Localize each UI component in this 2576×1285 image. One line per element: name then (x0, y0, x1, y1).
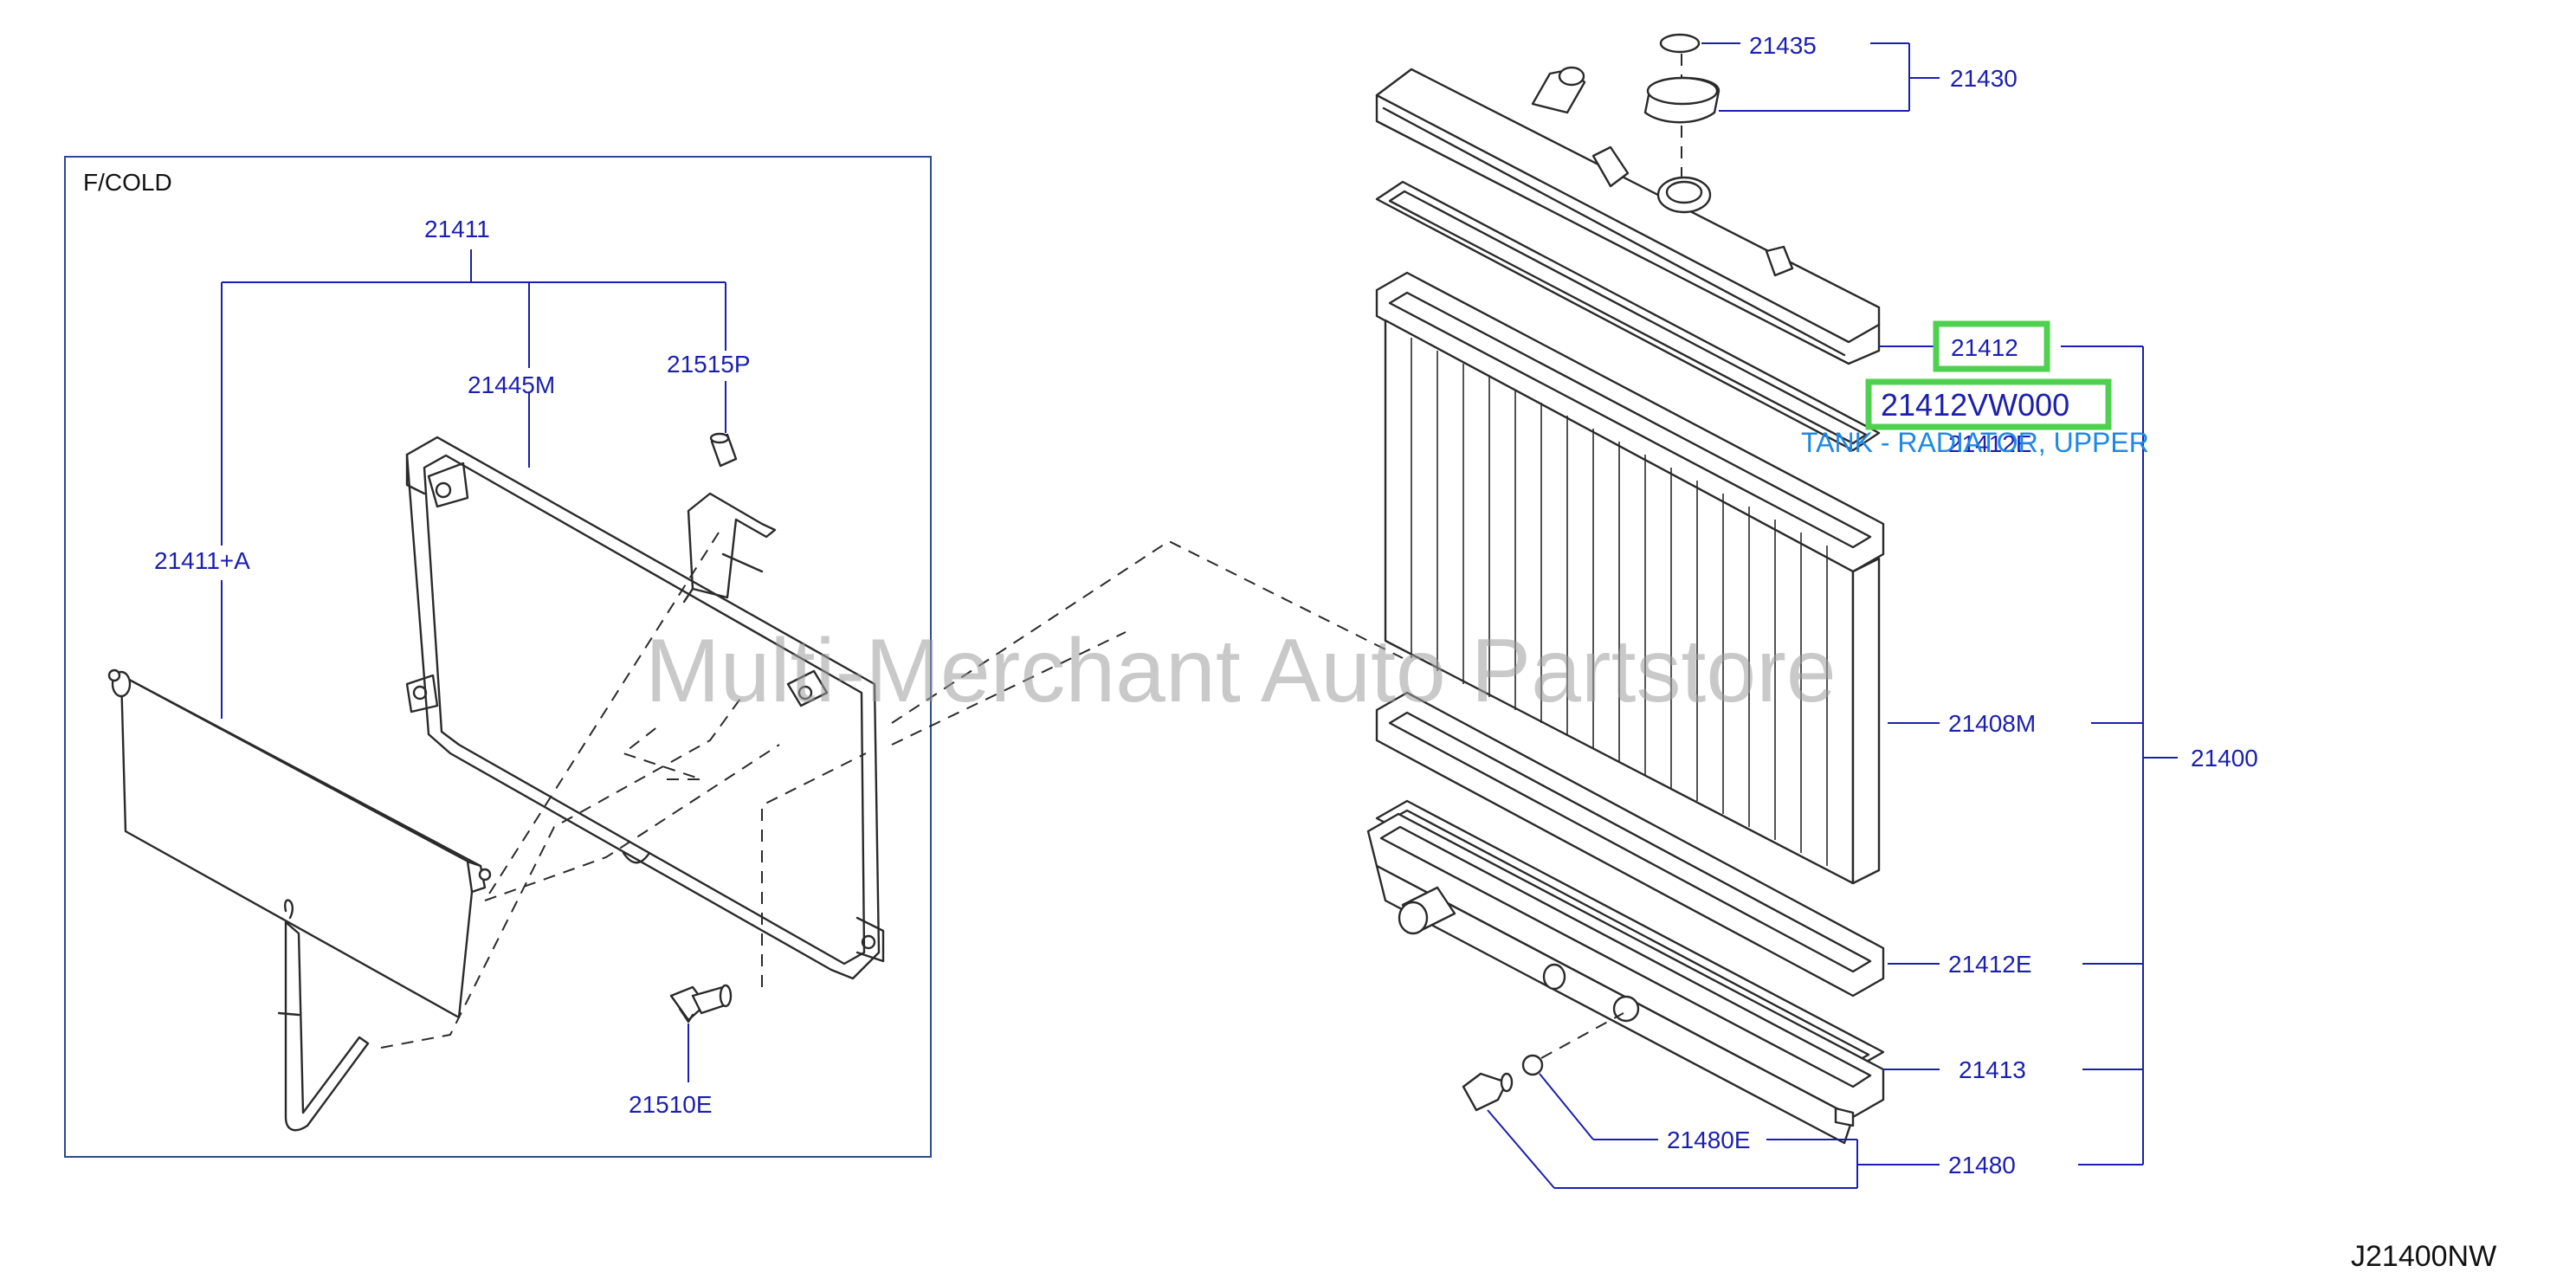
diagram-id: J21400NW (2351, 1240, 2496, 1273)
part-label-21480[interactable]: 21480 (1948, 1152, 2016, 1178)
fcold-frame (64, 156, 932, 1158)
watermark: Multi-Merchant Auto Partstore (645, 621, 1837, 721)
drain-cock-drawing (1462, 1054, 1544, 1112)
leader-21480 (1487, 1073, 1940, 1189)
lower-tank-drawing (1366, 812, 1885, 1145)
upper-tank-drawing (1375, 66, 1881, 365)
part-label-21430[interactable]: 21430 (1950, 65, 2018, 92)
highlight-description: TANK - RADIATOR, UPPER (1801, 427, 2149, 458)
part-label-21480E[interactable]: 21480E (1667, 1127, 1751, 1153)
shroud-frame-drawing (405, 432, 885, 980)
part-label-21445M[interactable]: 21445M (468, 371, 555, 398)
fcold-title: F/COLD (83, 169, 172, 196)
highlight-box-21412 (1933, 320, 2050, 372)
part-label-21408M[interactable]: 21408M (1948, 710, 2036, 737)
leader-21400 (2061, 345, 2178, 1166)
part-label-21515P[interactable]: 21515P (667, 351, 751, 378)
radiator-cap-drawing (1643, 33, 1721, 124)
part-label-21510E[interactable]: 21510E (629, 1091, 713, 1118)
alignment-line-cross (891, 539, 1404, 724)
leader-21430 (1701, 42, 1940, 112)
part-label-21412E[interactable]: 21412E (1948, 951, 2032, 978)
highlight-part-number[interactable]: 21412VW000 (1881, 387, 2069, 423)
part-label-21411[interactable]: 21411 (424, 216, 490, 242)
bolt-drawing (669, 984, 733, 1023)
radiator-core-drawing (1375, 271, 1885, 998)
alignment-lines-left (380, 532, 867, 1049)
part-label-21412E-upper[interactable]: 21412E (1948, 430, 2032, 457)
curtain-drawing (107, 668, 492, 1132)
leader-21411 (221, 249, 726, 546)
alignment-line-cross-2 (891, 631, 1127, 746)
part-label-21413[interactable]: 21413 (1959, 1056, 2026, 1083)
part-label-21400[interactable]: 21400 (2191, 745, 2258, 772)
part-label-21411A[interactable]: 21411+A (154, 547, 250, 574)
highlight-box-part-number (1865, 378, 2112, 430)
upper-seal-drawing (1375, 180, 1881, 452)
part-label-21412[interactable]: 21412 (1951, 334, 2018, 361)
part-label-21435[interactable]: 21435 (1749, 32, 1817, 59)
